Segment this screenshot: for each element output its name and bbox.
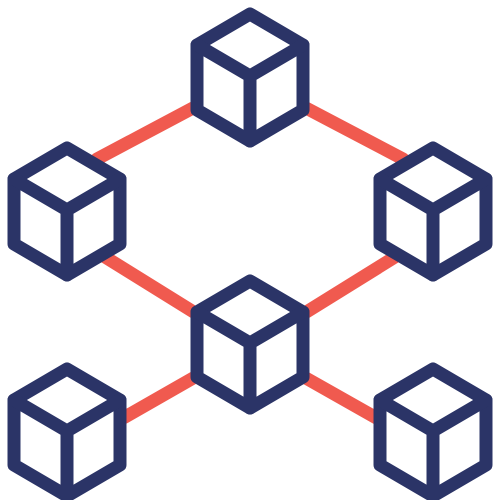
cube-top [190, 7, 310, 148]
cube-left [7, 141, 127, 282]
link-top-left [90, 101, 200, 166]
cube-bottom-left [7, 362, 127, 500]
cubes [7, 7, 493, 500]
link-top-right [299, 101, 410, 166]
cube-bottom-right [373, 362, 493, 500]
cube-center [190, 274, 310, 415]
cube-right [373, 141, 493, 282]
